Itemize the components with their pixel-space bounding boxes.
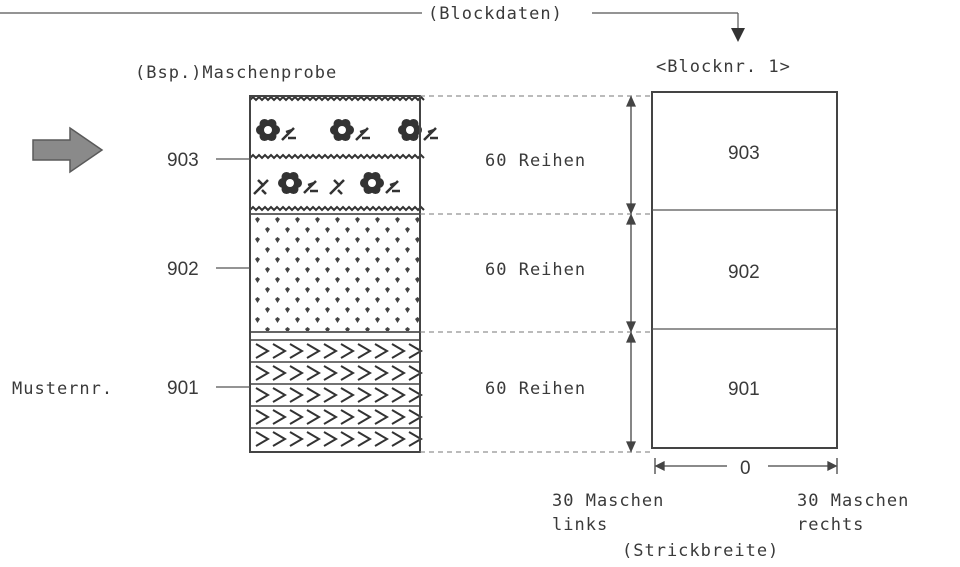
blockdaten-label: (Blockdaten) <box>428 4 563 24</box>
pointer-arrow-icon <box>33 128 102 172</box>
block-pattern-number: 903 <box>728 143 760 164</box>
rows-label: 60 Reihen <box>485 379 586 399</box>
pattern-number: 901 <box>167 378 199 399</box>
down-arrow-icon <box>731 28 745 42</box>
left-width-line2: links <box>552 515 608 535</box>
left-width-line1: 30 Maschen <box>552 491 664 511</box>
pattern-number: 902 <box>167 259 199 280</box>
pattern-number: 903 <box>167 150 199 171</box>
flower-motif <box>398 119 438 141</box>
stitch-sample-swatch <box>250 96 438 452</box>
block-pattern-number: 902 <box>728 262 760 283</box>
pattern-prefix: Musternr. <box>12 379 113 399</box>
right-width-line1: 30 Maschen <box>797 491 909 511</box>
row-dimension-arrows <box>627 97 635 451</box>
width-zero-label: 0 <box>740 458 751 479</box>
block-pattern-number: 901 <box>728 379 760 400</box>
rows-label: 60 Reihen <box>485 151 586 171</box>
right-width-line2: rechts <box>797 515 864 535</box>
rows-label: 60 Reihen <box>485 260 586 280</box>
knit-width-caption: (Strickbreite) <box>622 541 779 561</box>
sample-label: (Bsp.)Maschenprobe <box>135 63 337 83</box>
block-number-label: <Blocknr. 1> <box>656 57 791 77</box>
